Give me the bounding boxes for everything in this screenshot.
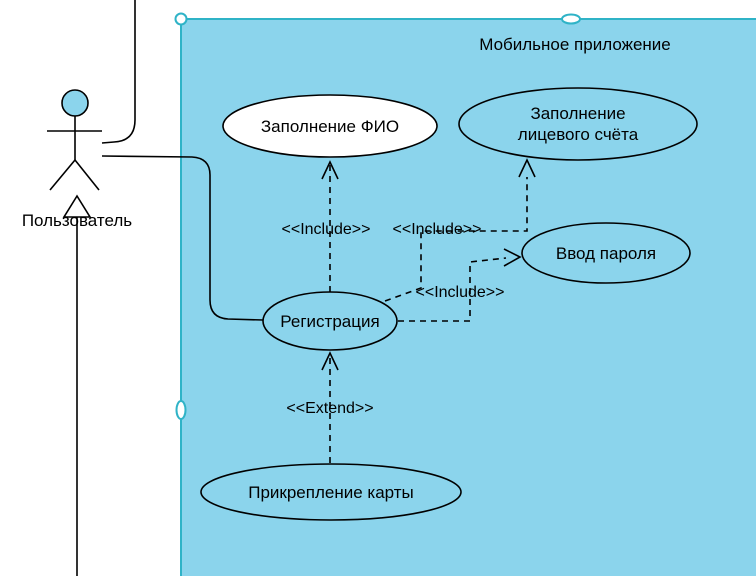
open-arrowhead [503, 248, 522, 267]
use-case-ellipse[interactable] [521, 222, 691, 284]
extend-edge-card[interactable]: <<Extend>> [286, 351, 374, 463]
include-edge-account[interactable]: <<Include>> [384, 158, 536, 302]
system-boundary-title: Мобильное приложение [479, 35, 671, 54]
use-case-fill-account[interactable]: Заполнение лицевого счёта [458, 87, 698, 161]
extend-edge-label: <<Extend>> [286, 400, 373, 417]
use-case-label: Заполнение ФИО [261, 117, 399, 136]
use-case-registration[interactable]: Регистрация [262, 291, 398, 351]
open-arrowhead [321, 351, 339, 371]
use-case-label: Прикрепление карты [248, 483, 414, 502]
use-case-label: Ввод пароля [556, 244, 656, 263]
actor-head[interactable] [61, 89, 89, 117]
open-arrowhead [321, 160, 339, 180]
actor-right-leg [74, 159, 100, 191]
selection-handle-top-middle[interactable] [561, 13, 581, 25]
actor-left-leg [49, 159, 76, 191]
include-edge-label: <<Include>> [416, 284, 505, 301]
association-edge-registration[interactable] [101, 155, 264, 321]
open-arrowhead [518, 158, 536, 178]
use-case-label-line2: лицевого счёта [518, 125, 639, 144]
use-case-ellipse[interactable] [222, 94, 438, 158]
use-case-ellipse[interactable] [200, 463, 462, 521]
association-edge-top[interactable] [101, 0, 136, 144]
use-case-label: Регистрация [280, 312, 379, 331]
use-case-label-line1: Заполнение [530, 104, 625, 123]
include-edge-label: <<Include>> [282, 221, 371, 238]
generalization-arrowhead [62, 194, 92, 218]
selection-handle-top-left[interactable] [174, 12, 188, 26]
use-case-attach-card[interactable]: Прикрепление карты [200, 463, 462, 521]
use-case-fill-fio[interactable]: Заполнение ФИО [222, 94, 438, 158]
include-edge-line[interactable] [384, 177, 528, 302]
use-case-enter-password[interactable]: Ввод пароля [521, 222, 691, 284]
include-edge-password[interactable]: <<Include>> [398, 248, 522, 322]
include-edge-line[interactable] [398, 257, 507, 322]
include-edge-fio[interactable]: <<Include>> [282, 160, 371, 292]
generalization-edge[interactable] [62, 194, 92, 576]
include-edge-label: <<Include>> [393, 221, 482, 238]
use-case-ellipse[interactable] [458, 87, 698, 161]
selection-handle-left-middle[interactable] [175, 400, 187, 420]
